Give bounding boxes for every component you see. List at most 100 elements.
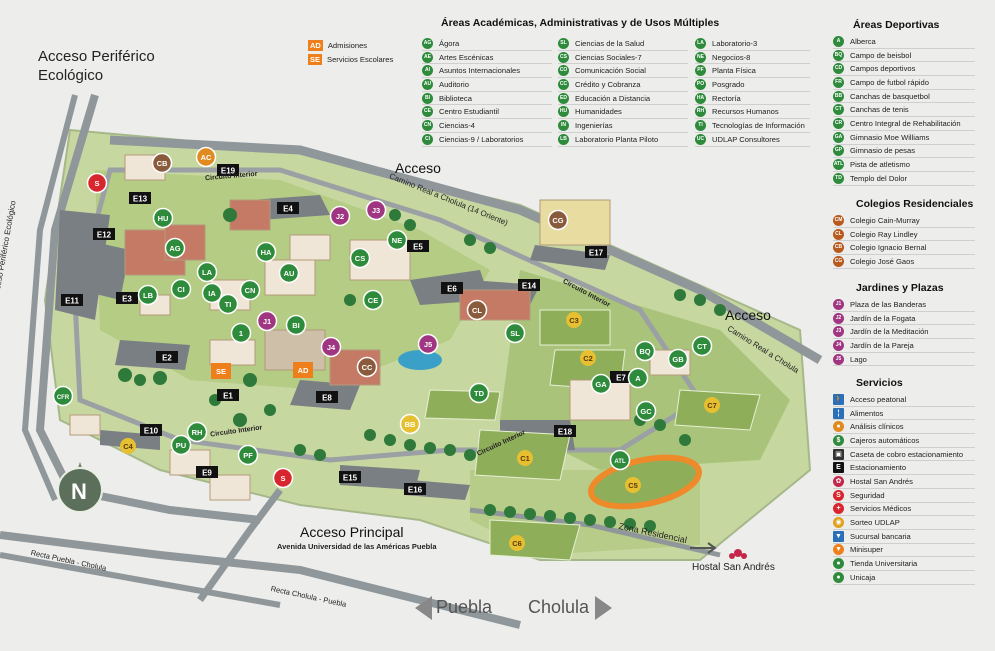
services-item[interactable]: $Cajeros automáticos: [833, 434, 975, 448]
map-pin-cs[interactable]: CS: [349, 247, 371, 269]
hostal-label[interactable]: Hostal San Andrés: [692, 562, 775, 573]
map-pin-ad[interactable]: AD: [293, 362, 313, 378]
map-pin-bb[interactable]: BB: [399, 413, 421, 435]
map-pin-la[interactable]: LA: [196, 261, 218, 283]
map-pin-atl[interactable]: ATL: [609, 449, 631, 471]
map-pin-ne[interactable]: NE: [386, 229, 408, 251]
map-pin-pu[interactable]: PU: [170, 434, 192, 456]
map-pin-bi[interactable]: BI: [285, 314, 307, 336]
parking-e8[interactable]: E8: [316, 391, 338, 403]
map-pin-ia[interactable]: IA: [201, 282, 223, 304]
parking-e2[interactable]: E2: [156, 351, 178, 363]
parking-e1[interactable]: E1: [217, 389, 239, 401]
parking-e4[interactable]: E4: [277, 202, 299, 214]
parking-e6[interactable]: E6: [441, 282, 463, 294]
nav-puebla[interactable]: Puebla: [436, 597, 492, 618]
map-pin-j3[interactable]: J3: [365, 199, 387, 221]
map-pin-cl[interactable]: CL: [466, 299, 488, 321]
services-item[interactable]: ▼Sucursal bancaria: [833, 530, 975, 544]
field-c4[interactable]: C4: [120, 438, 136, 454]
acceso-top-label[interactable]: Acceso: [395, 160, 441, 176]
map-pin-cc[interactable]: CC: [356, 356, 378, 378]
parking-e9[interactable]: E9: [196, 466, 218, 478]
map-pin-hu[interactable]: HU: [152, 207, 174, 229]
map-pin-au[interactable]: AU: [278, 262, 300, 284]
parking-e17[interactable]: E17: [585, 246, 607, 258]
map-pin-ce[interactable]: CE: [362, 289, 384, 311]
map-pin-ac[interactable]: AC: [195, 146, 217, 168]
field-c7[interactable]: C7: [704, 397, 720, 413]
acceso-principal-label[interactable]: Acceso Principal: [300, 524, 404, 540]
parking-e14[interactable]: E14: [518, 279, 540, 291]
map-pin-lb[interactable]: LB: [137, 284, 159, 306]
map-pin-se[interactable]: SE: [211, 363, 231, 379]
map-pin-cfr[interactable]: CFR: [52, 385, 74, 407]
map-pin-s[interactable]: S: [272, 467, 294, 489]
services-item[interactable]: ●Análisis clínicos: [833, 420, 975, 435]
map-pin-cb[interactable]: CB: [151, 152, 173, 174]
field-c3[interactable]: C3: [566, 312, 582, 328]
map-pin-ha[interactable]: HA: [255, 241, 277, 263]
map-pin-ti[interactable]: TI: [217, 293, 239, 315]
parking-e19[interactable]: E19: [217, 164, 239, 176]
map-pin-cg[interactable]: CG: [547, 209, 569, 231]
map-pin-j2[interactable]: J2: [329, 205, 351, 227]
map-pin-ci[interactable]: CI: [170, 278, 192, 300]
services-item[interactable]: ¦Alimentos: [833, 407, 975, 421]
services-item[interactable]: ✿Hostal San Andrés: [833, 475, 975, 489]
services-item[interactable]: ▼Minisuper: [833, 544, 975, 558]
services-item[interactable]: ▣Caseta de cobro estacionamiento: [833, 448, 975, 462]
acceso-right-label[interactable]: Acceso: [725, 307, 771, 323]
school-services-item[interactable]: SE Servicios Escolares: [308, 52, 393, 66]
map-pin-a[interactable]: A: [627, 367, 649, 389]
map-pin-j5[interactable]: J5: [417, 333, 439, 355]
field-c1[interactable]: C1: [517, 450, 533, 466]
parking-e5[interactable]: E5: [407, 240, 429, 252]
services-item[interactable]: 🚶Acceso peatonal: [833, 393, 975, 407]
map-pin-j1[interactable]: J1: [256, 310, 278, 332]
field-c6[interactable]: C6: [509, 535, 525, 551]
parking-e15[interactable]: E15: [339, 471, 361, 483]
map-pin-sl[interactable]: SL: [504, 322, 526, 344]
map-pin-rh[interactable]: RH: [186, 421, 208, 443]
map-pin-gb[interactable]: GB: [667, 348, 689, 370]
map-pin-s[interactable]: S: [86, 172, 108, 194]
parking-e16[interactable]: E16: [404, 483, 426, 495]
map-pin-ga[interactable]: GA: [590, 373, 612, 395]
